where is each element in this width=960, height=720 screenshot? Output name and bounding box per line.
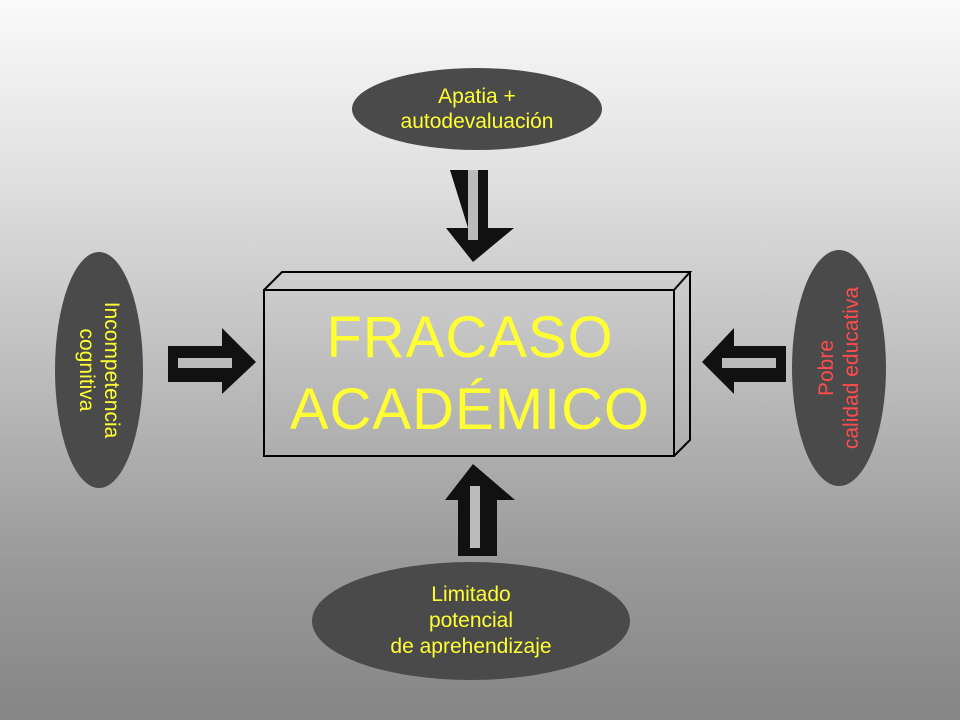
node-pobre-calidad: Pobre calidad educativa <box>792 250 886 486</box>
box-front-face <box>263 289 675 457</box>
node-apatia-line2: autodevaluación <box>400 110 554 133</box>
arrow-left-icon <box>702 328 786 394</box>
arrow-right-icon <box>168 328 256 394</box>
node-limitado-line3: de aprehendizaje <box>390 635 552 658</box>
node-incompetencia: Incompetencia cognitiva <box>55 252 143 488</box>
center-title-line1: FRACASO <box>326 305 614 370</box>
node-limitado-potencial: Limitado potencial de aprehendizaje <box>312 562 630 680</box>
node-apatia-line1: Apatia + <box>438 85 516 108</box>
box-top-face <box>263 271 693 291</box>
node-pobre-line2: calidad educativa <box>840 286 863 450</box>
node-limitado-line1: Limitado <box>431 583 511 606</box>
center-title-line2: ACADÉMICO <box>289 377 651 442</box>
node-apatia: Apatia + autodevaluación <box>352 68 602 150</box>
node-incompetencia-line2: cognitiva <box>75 328 98 412</box>
node-pobre-line1: Pobre <box>815 339 838 397</box>
arrow-down-icon <box>446 170 514 262</box>
node-limitado-line2: potencial <box>428 609 514 632</box>
node-incompetencia-line1: Incompetencia <box>100 301 123 439</box>
box-side-face <box>673 272 691 457</box>
arrow-up-icon <box>445 464 515 556</box>
